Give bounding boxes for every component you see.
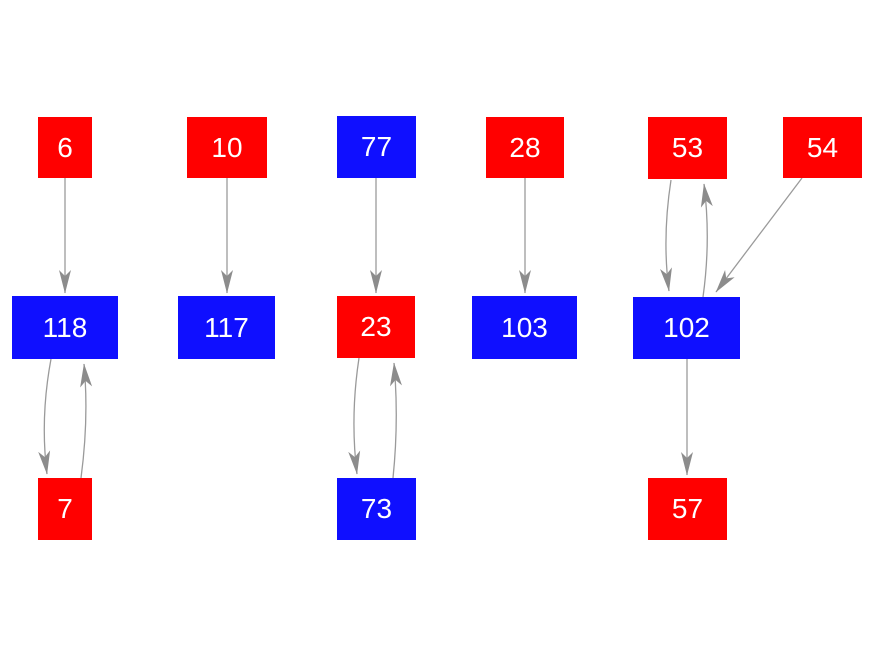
node-label: 28 (509, 131, 541, 163)
node-10[interactable]: 10 (187, 117, 267, 178)
edge-54-102 (715, 177, 803, 293)
edge-53-102 (660, 179, 672, 292)
node-label: 10 (211, 131, 243, 163)
node-label: 6 (57, 131, 73, 163)
node-103[interactable]: 103 (472, 296, 577, 359)
edge-23-73 (348, 357, 361, 475)
node-28[interactable]: 28 (486, 117, 564, 178)
edge-73-23 (390, 362, 402, 479)
edge-118-7 (38, 358, 52, 475)
node-label: 103 (501, 311, 548, 343)
node-6[interactable]: 6 (38, 117, 92, 178)
node-label: 118 (42, 311, 88, 343)
node-label: 53 (671, 132, 704, 163)
node-57[interactable]: 57 (648, 478, 727, 540)
node-102[interactable]: 102 (633, 297, 740, 359)
node-label: 54 (806, 131, 839, 163)
node-label: 73 (360, 493, 393, 524)
node-23[interactable]: 23 (337, 296, 415, 358)
node-118[interactable]: 118 (12, 296, 118, 359)
node-77[interactable]: 77 (337, 116, 416, 178)
node-117[interactable]: 117 (178, 296, 275, 359)
node-7[interactable]: 7 (38, 478, 92, 540)
node-label: 117 (204, 311, 249, 343)
node-73[interactable]: 73 (337, 478, 416, 540)
node-label: 23 (360, 311, 392, 342)
node-54[interactable]: 54 (783, 117, 862, 178)
edge-102-53 (700, 183, 713, 298)
node-label: 77 (360, 131, 393, 162)
edge-7-118 (80, 363, 93, 479)
node-53[interactable]: 53 (648, 117, 727, 179)
node-label: 7 (57, 493, 73, 524)
node-label: 102 (663, 312, 710, 343)
node-label: 57 (671, 493, 704, 524)
